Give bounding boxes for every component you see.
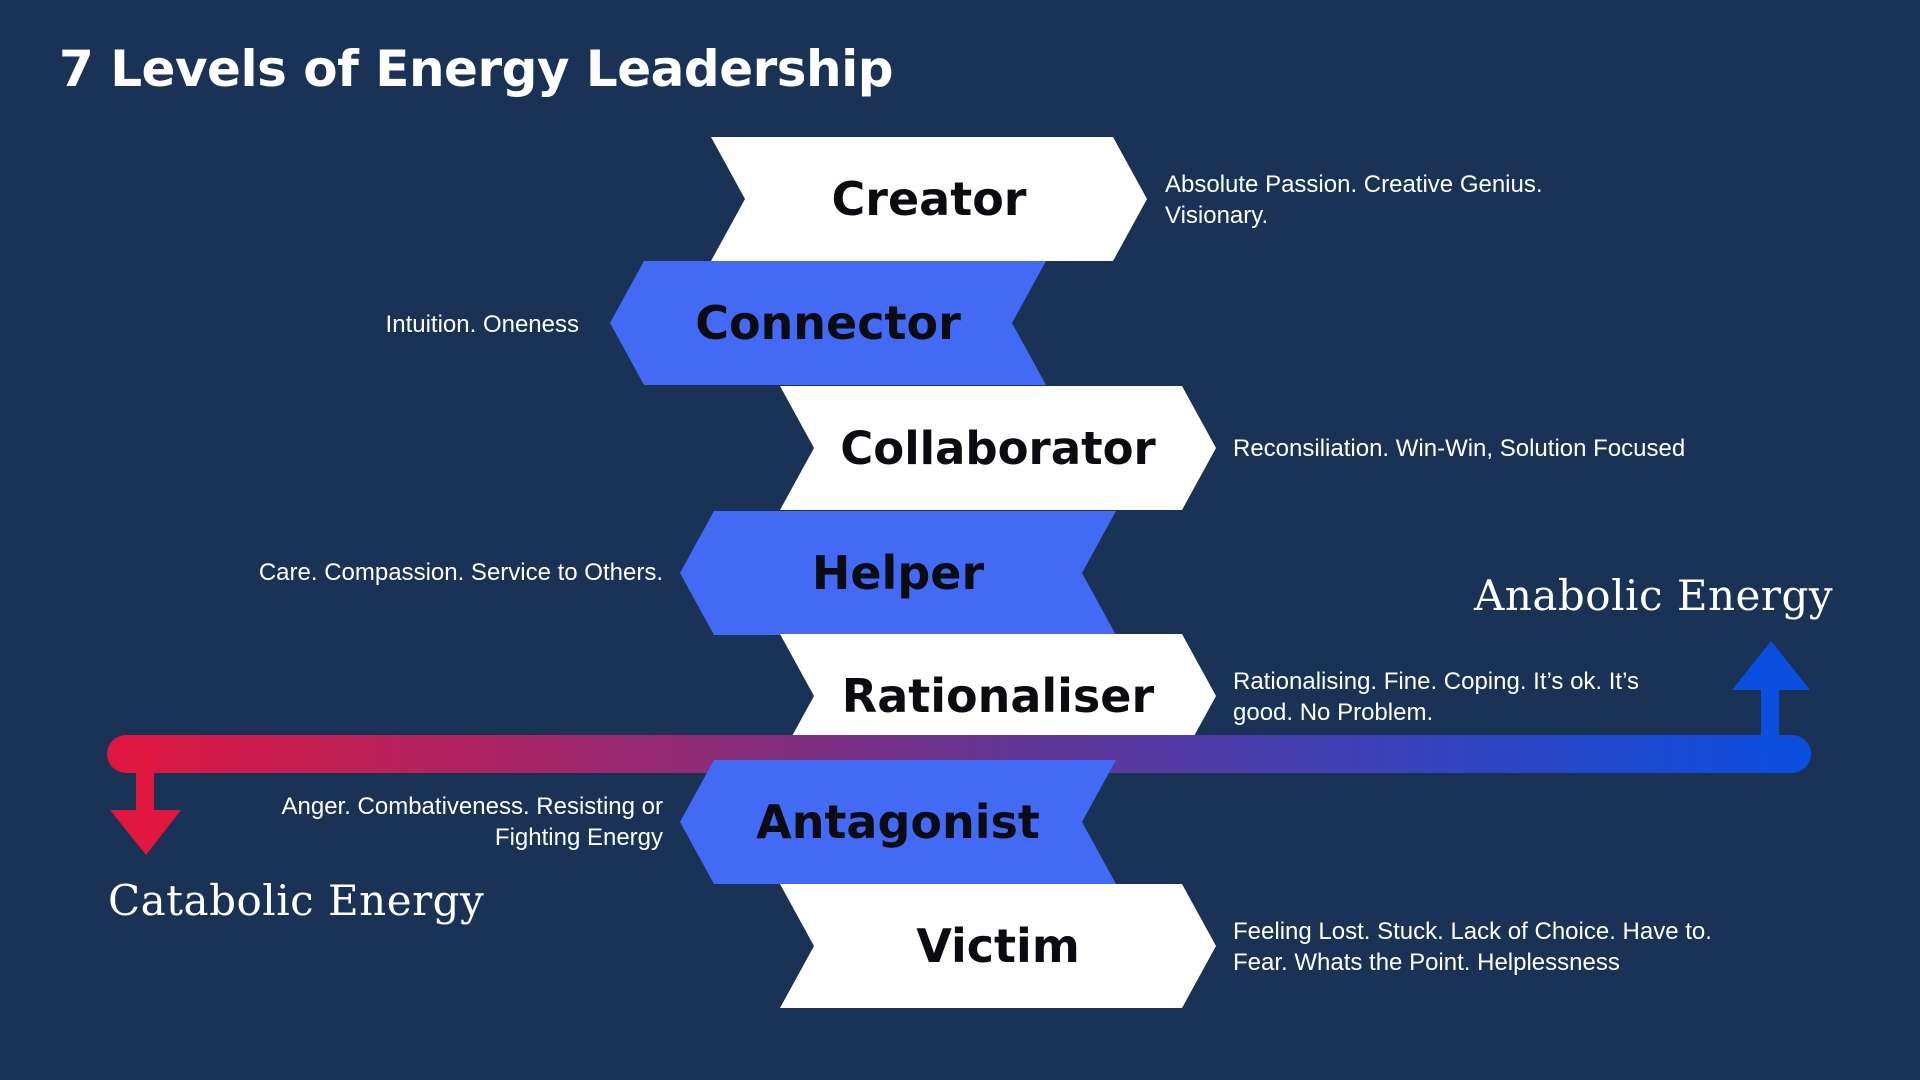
level-rationaliser-description: Rationalising. Fine. Coping. It’s ok. It… <box>1233 668 1639 726</box>
page-title: 7 Levels of Energy Leadership <box>59 40 894 98</box>
level-rationaliser-label: Rationaliser <box>841 669 1155 723</box>
level-victim-description: Feeling Lost. Stuck. Lack of Choice. Hav… <box>1233 918 1712 976</box>
level-antagonist-chevron <box>680 760 1116 884</box>
level-helper-label: Helper <box>811 546 985 600</box>
level-connector-label: Connector <box>695 296 961 350</box>
level-antagonist: Antagonist <box>680 760 1116 884</box>
level-victim-label: Victim <box>916 919 1080 973</box>
level-collaborator: Collaborator <box>780 386 1216 510</box>
level-rationaliser: Rationaliser <box>780 634 1216 758</box>
catabolic-energy-label: Catabolic Energy <box>108 876 485 925</box>
level-collaborator-label: Collaborator <box>840 421 1156 475</box>
level-connector: Connector <box>610 261 1046 385</box>
level-antagonist-label: Antagonist <box>756 795 1040 849</box>
catabolic-arrow-stem <box>136 754 154 814</box>
level-creator: Creator <box>711 137 1147 261</box>
level-helper: Helper <box>680 511 1116 635</box>
level-connector-description: Intuition. Oneness <box>385 311 579 338</box>
level-helper-chevron <box>680 511 1116 635</box>
anabolic-arrow-head <box>1732 641 1810 690</box>
level-collaborator-chevron <box>780 386 1216 510</box>
catabolic-arrow-head <box>110 810 181 855</box>
level-victim-chevron <box>780 884 1216 1008</box>
level-antagonist-description: Anger. Combativeness. Resisting or Fight… <box>281 793 663 851</box>
level-connector-chevron <box>610 261 1046 385</box>
level-creator-label: Creator <box>831 172 1027 226</box>
level-rationaliser-chevron <box>780 634 1216 758</box>
level-victim: Victim <box>780 884 1216 1008</box>
level-creator-chevron <box>711 137 1147 261</box>
level-collaborator-description: Reconsiliation. Win-Win, Solution Focuse… <box>1233 435 1686 462</box>
level-creator-description: Absolute Passion. Creative Genius. Visio… <box>1165 171 1543 229</box>
level-helper-description: Care. Compassion. Service to Others. <box>258 559 663 586</box>
anabolic-arrow-stem <box>1761 682 1779 754</box>
anabolic-energy-label: Anabolic Energy <box>1474 571 1834 620</box>
